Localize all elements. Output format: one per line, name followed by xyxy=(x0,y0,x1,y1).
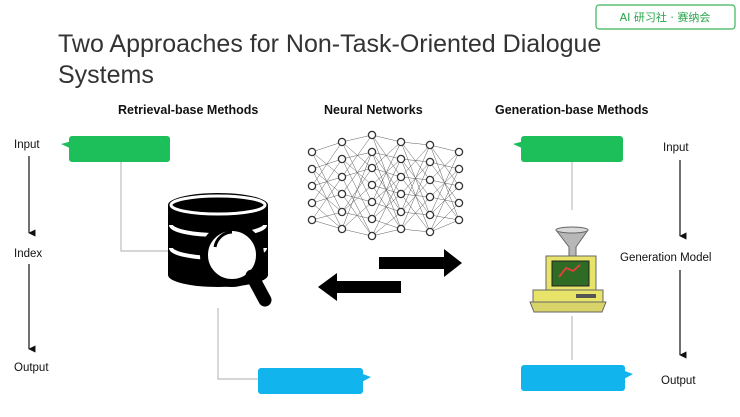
right-model-label: Generation Model xyxy=(620,252,711,264)
funnel-computer-icon xyxy=(529,226,607,313)
heading-neural: Neural Networks xyxy=(324,103,423,117)
heading-generation: Generation-base Methods xyxy=(495,103,649,117)
heading-retrieval: Retrieval-base Methods xyxy=(118,103,258,117)
right-input-bubble xyxy=(513,136,623,162)
database-search-icon xyxy=(168,193,272,307)
watermark-badge: AI 研习社 · 赛纳会 xyxy=(595,4,736,30)
left-connector-bottom xyxy=(217,308,258,380)
left-output-bubble xyxy=(258,368,371,394)
right-input-label: Input xyxy=(663,142,689,154)
right-output-label: Output xyxy=(661,375,696,387)
left-output-label: Output xyxy=(14,362,49,374)
left-input-label: Input xyxy=(14,139,40,151)
neural-network-icon xyxy=(307,130,464,241)
left-input-bubble xyxy=(61,136,170,162)
slide-title-line1: Two Approaches for Non-Task-Oriented Dia… xyxy=(58,30,601,58)
right-output-bubble xyxy=(521,365,633,391)
slide-title-line2: Systems xyxy=(58,61,154,89)
watermark-text: AI 研习社 · 赛纳会 xyxy=(620,10,711,24)
swap-arrows-icon xyxy=(318,249,462,301)
left-index-label: Index xyxy=(14,248,42,260)
left-connector-top xyxy=(120,162,168,252)
